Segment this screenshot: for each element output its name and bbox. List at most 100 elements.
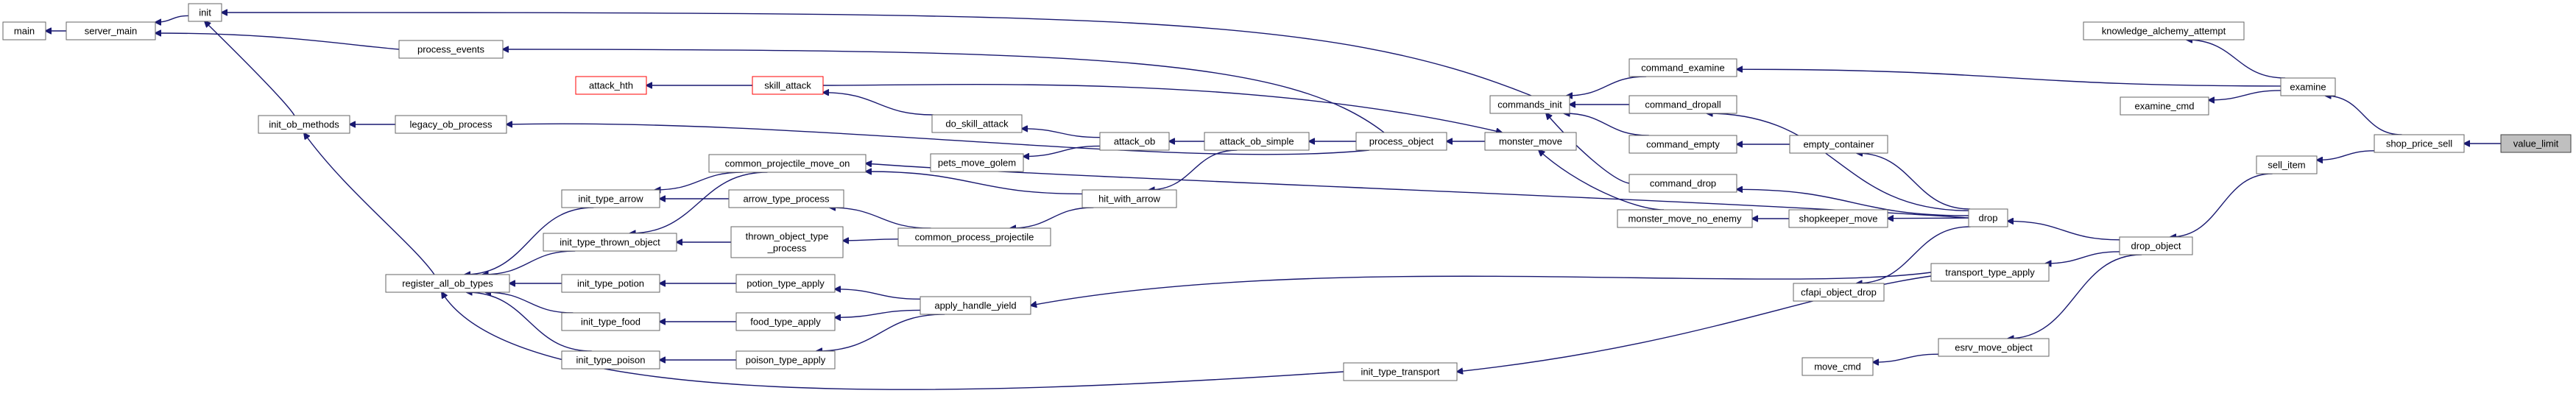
node-knowledge-alchemy-attempt[interactable]: knowledge_alchemy_attempt bbox=[2083, 21, 2245, 40]
node-box bbox=[735, 312, 836, 331]
node-shop-price-sell[interactable]: shop_price_sell bbox=[2374, 134, 2465, 153]
node-monster-move[interactable]: monster_move bbox=[1484, 132, 1577, 151]
node-examine-cmd[interactable]: examine_cmd bbox=[2120, 96, 2209, 116]
node-cfapi-object-drop[interactable]: cfapi_object_drop bbox=[1793, 283, 1885, 302]
node-command-drop[interactable]: command_drop bbox=[1628, 174, 1737, 193]
edge-register-all-ob-types-to-init-type-transport bbox=[442, 292, 1344, 390]
node-init-type-arrow[interactable]: init_type_arrow bbox=[561, 189, 660, 208]
edge-shopkeeper-move-to-drop bbox=[1888, 218, 1969, 219]
node-pets-move-golem[interactable]: pets_move_golem bbox=[930, 153, 1024, 172]
node-hit-with-arrow[interactable]: hit_with_arrow bbox=[1081, 189, 1177, 208]
node-init[interactable]: init bbox=[188, 3, 222, 22]
node-box bbox=[561, 274, 660, 293]
node-apply-handle-yield[interactable]: apply_handle_yield bbox=[920, 296, 1031, 315]
node-common-process-projectile[interactable]: common_process_projectile bbox=[897, 227, 1051, 247]
node-box bbox=[1617, 209, 1753, 228]
node-label: common_process_projectile bbox=[915, 232, 1034, 243]
node-label: server_main bbox=[85, 26, 138, 37]
node-attack-hth[interactable]: attack_hth bbox=[575, 76, 647, 95]
node-main[interactable]: main bbox=[2, 21, 46, 40]
node-process-events[interactable]: process_events bbox=[398, 40, 504, 59]
node-box bbox=[395, 115, 507, 134]
node-init-type-thrown-object[interactable]: init_type_thrown_object bbox=[543, 233, 677, 252]
edge-commands-init-to-command-examine bbox=[1567, 76, 1647, 96]
node-init-type-poison[interactable]: init_type_poison bbox=[561, 350, 660, 370]
node-box bbox=[1343, 362, 1458, 381]
node-box bbox=[1099, 132, 1170, 151]
node-label: value_limit bbox=[2513, 138, 2559, 149]
node-transport-type-apply[interactable]: transport_type_apply bbox=[1930, 263, 2050, 282]
node-shopkeeper-move[interactable]: shopkeeper_move bbox=[1788, 209, 1888, 228]
node-box bbox=[1789, 135, 1888, 154]
edge-sell-item-to-shop-price-sell bbox=[2317, 150, 2375, 160]
node-thrown-object-type-process[interactable]: thrown_object_type_process bbox=[730, 226, 844, 258]
node-register-all-ob-types[interactable]: register_all_ob_types bbox=[385, 274, 510, 293]
edge-monster-move-to-monster-move-no-enemy bbox=[1539, 150, 1665, 211]
node-commands-init[interactable]: commands_init bbox=[1489, 95, 1570, 114]
node-drop-object[interactable]: drop_object bbox=[2119, 236, 2193, 255]
node-label: move_cmd bbox=[1814, 361, 1861, 372]
node-label: common_projectile_move_on bbox=[725, 158, 850, 169]
node-box bbox=[730, 226, 844, 258]
node-do-skill-attack[interactable]: do_skill_attack bbox=[931, 114, 1023, 133]
node-command-examine[interactable]: command_examine bbox=[1628, 58, 1737, 77]
node-box bbox=[1968, 208, 2008, 227]
node-server-main[interactable]: server_main bbox=[66, 21, 156, 40]
node-process-object[interactable]: process_object bbox=[1355, 132, 1447, 151]
node-examine[interactable]: examine bbox=[2280, 77, 2336, 96]
node-monster-move-no-enemy[interactable]: monster_move_no_enemy bbox=[1617, 209, 1753, 228]
node-box bbox=[2256, 155, 2318, 174]
node-box bbox=[897, 227, 1051, 247]
node-label: init_ob_methods bbox=[269, 119, 339, 130]
node-skill-attack[interactable]: skill_attack bbox=[752, 76, 824, 95]
edge-monster-move-to-skill-attack bbox=[822, 83, 1502, 132]
node-label: register_all_ob_types bbox=[402, 278, 493, 289]
edge-examine-to-shop-price-sell bbox=[2326, 96, 2402, 135]
node-move-cmd[interactable]: move_cmd bbox=[1802, 357, 1874, 376]
node-box bbox=[735, 350, 836, 370]
node-common-projectile-move-on[interactable]: common_projectile_move_on bbox=[708, 154, 867, 173]
node-value-limit[interactable]: value_limit bbox=[2500, 134, 2572, 153]
node-label: thrown_object_type bbox=[746, 231, 829, 242]
node-box bbox=[1204, 132, 1310, 151]
node-label: empty_container bbox=[1803, 139, 1874, 150]
node-label: drop_object bbox=[2131, 241, 2181, 252]
node-label: monster_move bbox=[1499, 136, 1562, 147]
node-box bbox=[708, 154, 867, 173]
node-label: cfapi_object_drop bbox=[1801, 287, 1877, 298]
node-init-type-transport[interactable]: init_type_transport bbox=[1343, 362, 1458, 381]
edge-knowledge-alchemy-attempt-to-examine bbox=[2187, 40, 2286, 79]
node-legacy-ob-process[interactable]: legacy_ob_process bbox=[395, 115, 507, 134]
node-poison-type-apply[interactable]: poison_type_apply bbox=[735, 350, 836, 370]
node-label: shopkeeper_move bbox=[1799, 213, 1878, 225]
node-box bbox=[1484, 132, 1577, 151]
node-command-dropall[interactable]: command_dropall bbox=[1628, 95, 1737, 114]
node-box bbox=[561, 312, 660, 331]
node-command-empty[interactable]: command_empty bbox=[1628, 135, 1737, 154]
node-potion-type-apply[interactable]: potion_type_apply bbox=[735, 274, 836, 293]
node-box bbox=[1788, 209, 1888, 228]
node-esrv-move-object[interactable]: esrv_move_object bbox=[1938, 338, 2050, 357]
node-init-ob-methods[interactable]: init_ob_methods bbox=[258, 115, 350, 134]
node-label: init bbox=[199, 7, 211, 18]
node-label: skill_attack bbox=[764, 80, 811, 91]
node-empty-container[interactable]: empty_container bbox=[1789, 135, 1888, 154]
edge-hit-with-arrow-to-attack-ob-simple bbox=[1149, 149, 1238, 190]
edge-drop-object-to-sell-item bbox=[2170, 173, 2273, 237]
node-drop[interactable]: drop bbox=[1968, 208, 2008, 227]
node-box bbox=[1628, 174, 1737, 193]
node-attack-ob-simple[interactable]: attack_ob_simple bbox=[1204, 132, 1310, 151]
node-arrow-type-process[interactable]: arrow_type_process bbox=[728, 189, 844, 208]
node-box bbox=[2083, 21, 2245, 40]
node-food-type-apply[interactable]: food_type_apply bbox=[735, 312, 836, 331]
node-label: sell_item bbox=[2268, 160, 2305, 171]
node-init-type-potion[interactable]: init_type_potion bbox=[561, 274, 660, 293]
node-init-type-food[interactable]: init_type_food bbox=[561, 312, 660, 331]
node-box bbox=[2120, 96, 2209, 116]
edge-do-skill-attack-to-attack-ob bbox=[1022, 129, 1101, 138]
node-box bbox=[258, 115, 350, 134]
node-box bbox=[1355, 132, 1447, 151]
node-attack-ob[interactable]: attack_ob bbox=[1099, 132, 1170, 151]
node-sell-item[interactable]: sell_item bbox=[2256, 155, 2318, 174]
node-box bbox=[1081, 189, 1177, 208]
